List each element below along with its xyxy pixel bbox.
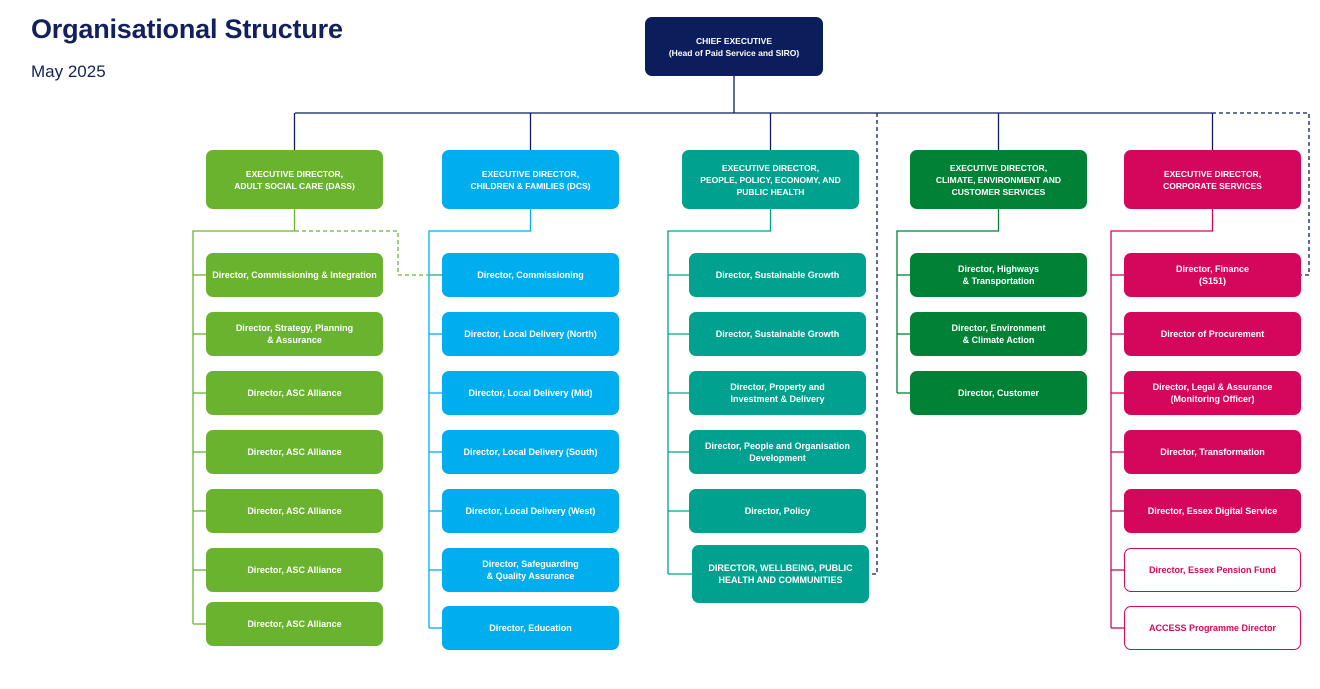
exec-box-climate: EXECUTIVE DIRECTOR, CLIMATE, ENVIRONMENT… [910,150,1087,209]
director-box-corporate-1: Director of Procurement [1124,312,1301,356]
exec-box-dass: EXECUTIVE DIRECTOR, ADULT SOCIAL CARE (D… [206,150,383,209]
exec-box-corporate: EXECUTIVE DIRECTOR, CORPORATE SERVICES [1124,150,1301,209]
director-box-dcs-5: Director, Safeguarding & Quality Assuran… [442,548,619,592]
director-box-corporate-3: Director, Transformation [1124,430,1301,474]
dashed-dass-dcs-link [295,230,442,276]
page-title: Organisational Structure [31,14,343,44]
director-box-people-3: Director, People and Organisation Develo… [689,430,866,474]
director-box-people-2: Director, Property and Investment & Deli… [689,371,866,415]
director-box-dcs-0: Director, Commissioning [442,253,619,297]
director-box-dcs-3: Director, Local Delivery (South) [442,430,619,474]
spine-dcs [428,209,532,628]
spine-corporate [1110,209,1214,628]
director-box-dass-5: Director, ASC Alliance [206,548,383,592]
director-box-dass-3: Director, ASC Alliance [206,430,383,474]
director-box-corporate-4: Director, Essex Digital Service [1124,489,1301,533]
page-subtitle: May 2025 [31,62,106,81]
director-box-corporate-2: Director, Legal & Assurance (Monitoring … [1124,371,1301,415]
director-box-climate-1: Director, Environment & Climate Action [910,312,1087,356]
director-box-corporate-6: ACCESS Programme Director [1124,606,1301,650]
director-box-dass-2: Director, ASC Alliance [206,371,383,415]
director-box-climate-2: Director, Customer [910,371,1087,415]
director-box-corporate-0: Director, Finance (S151) [1124,253,1301,297]
spine-people [667,209,772,574]
dashed-finance-link [1212,112,1310,276]
exec-box-dcs: EXECUTIVE DIRECTOR, CHILDREN & FAMILIES … [442,150,619,209]
director-box-dcs-1: Director, Local Delivery (North) [442,312,619,356]
director-box-people-4: Director, Policy [689,489,866,533]
director-box-climate-0: Director, Highways & Transportation [910,253,1087,297]
director-box-dass-4: Director, ASC Alliance [206,489,383,533]
director-box-dass-1: Director, Strategy, Planning & Assurance [206,312,383,356]
dashed-wellbeing-link [867,113,878,575]
director-box-dcs-2: Director, Local Delivery (Mid) [442,371,619,415]
director-box-people-0: Director, Sustainable Growth [689,253,866,297]
director-box-dass-6: Director, ASC Alliance [206,602,383,646]
director-box-corporate-5: Director, Essex Pension Fund [1124,548,1301,592]
chief-executive-box: CHIEF EXECUTIVE (Head of Paid Service an… [645,17,823,76]
spine-climate [896,209,1000,393]
exec-box-people: EXECUTIVE DIRECTOR, PEOPLE, POLICY, ECON… [682,150,859,209]
director-box-dcs-4: Director, Local Delivery (West) [442,489,619,533]
director-box-people-1: Director, Sustainable Growth [689,312,866,356]
director-box-dass-0: Director, Commissioning & Integration [206,253,383,297]
director-box-dcs-6: Director, Education [442,606,619,650]
director-box-people-5: DIRECTOR, WELLBEING, PUBLIC HEALTH AND C… [692,545,869,603]
spine-dass [192,209,296,624]
